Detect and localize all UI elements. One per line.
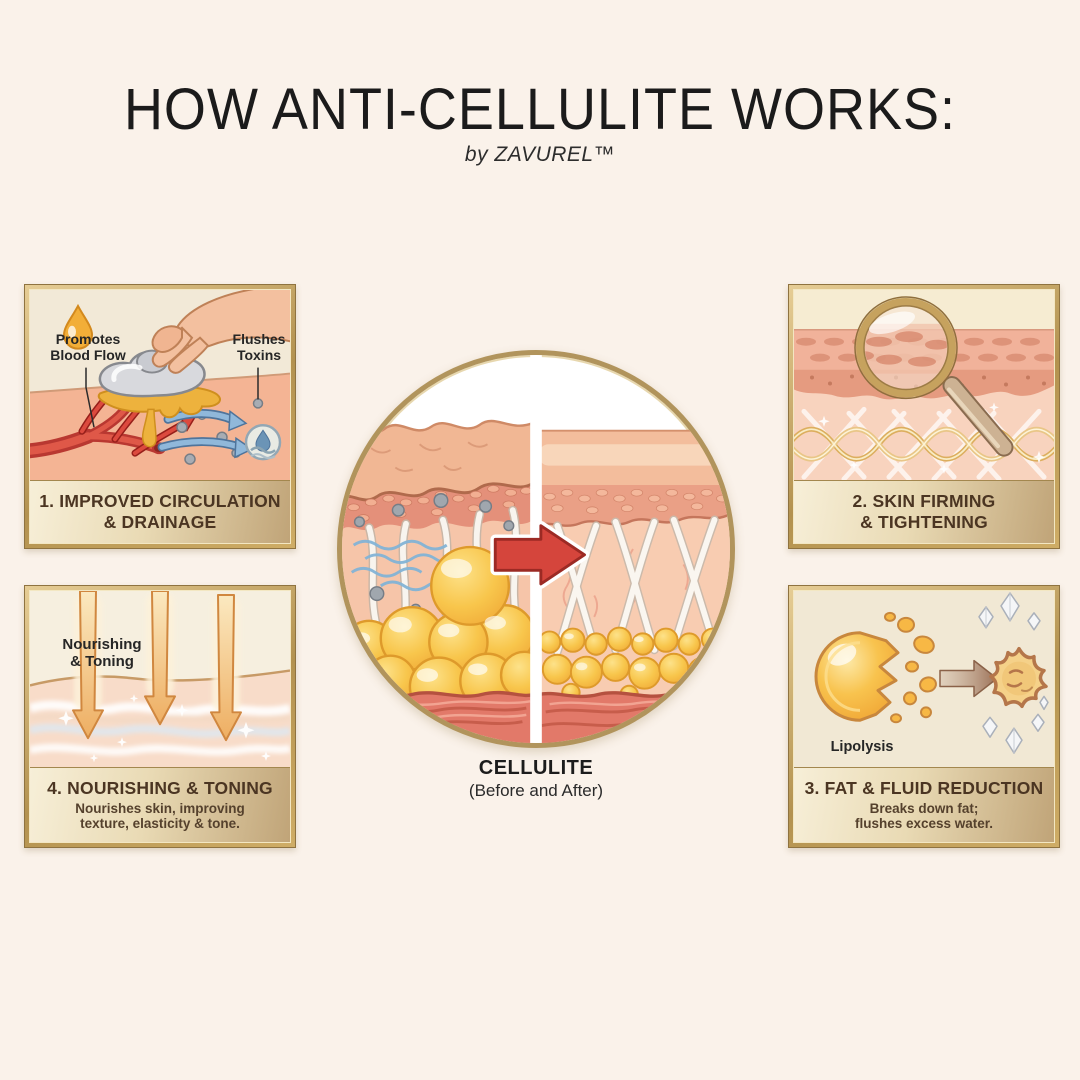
label-lipolysis: Lipolysis: [830, 739, 894, 755]
panel-improved-circulation: Promotes Blood Flow Flushes Toxins 1. IM…: [24, 284, 296, 549]
caption-band-circulation: 1. IMPROVED CIRCULATION & DRAINAGE: [30, 480, 290, 543]
center-caption: CELLULITE (Before and After): [337, 757, 735, 801]
firming-illustration: [794, 290, 1054, 480]
page-title: HOW ANTI-CELLULITE WORKS:: [123, 77, 957, 142]
firming-illustration-svg: [794, 290, 1054, 480]
before-after-diagram: [337, 350, 735, 748]
fluid-waves-icon: [350, 539, 460, 592]
fat-reduction-illustration-svg: [794, 591, 1054, 767]
center-caption-title: CELLULITE: [478, 757, 594, 779]
hand-icon: [151, 290, 290, 374]
label-nourishing-toning: Nourishing & Toning: [62, 636, 142, 670]
panel-subtext: Nourishes skin, improving texture, elast…: [75, 800, 245, 832]
panel-skin-firming-inner: 2. SKIN FIRMING & TIGHTENING: [793, 289, 1055, 544]
center-caption-subtitle: (Before and After): [468, 781, 604, 800]
panel-title: 4. NOURISHING & TONING: [47, 778, 273, 799]
panel-nourishing-toning: Nourishing & Toning 4. NOURISHING & TONI…: [24, 585, 296, 848]
panel-fat-fluid-reduction-inner: Lipolysis 3. FAT & FLUID REDUCTION Break…: [793, 590, 1055, 843]
panel-title-line2: & DRAINAGE: [103, 512, 217, 532]
panel-skin-firming: 2. SKIN FIRMING & TIGHTENING: [788, 284, 1060, 549]
panel-title: 1. IMPROVED CIRCULATION: [39, 491, 281, 512]
muscle-layer-icon: [342, 690, 534, 743]
muscle-layer-icon: [538, 690, 730, 743]
shrunken-fat-cell-icon: [989, 646, 1048, 709]
fat-cell-breaking-icon: [814, 611, 937, 724]
nourishing-illustration-svg: [30, 591, 290, 767]
magnifier-icon: [854, 296, 1014, 457]
drain-icon: [244, 424, 282, 461]
caption-band-fat-reduction: 3. FAT & FLUID REDUCTION Breaks down fat…: [794, 767, 1054, 842]
nourishing-illustration: Nourishing & Toning: [30, 591, 290, 767]
label-pointer-left: [85, 367, 95, 428]
panel-title: 3. FAT & FLUID REDUCTION: [804, 778, 1044, 799]
before-after-arrow-icon: [490, 520, 590, 589]
oil-drop-icon: [62, 303, 94, 350]
water-crystals-icon: [978, 592, 1049, 754]
circulation-illustration-svg: [30, 290, 290, 480]
caption-band-nourishing: 4. NOURISHING & TONING Nourishes skin, i…: [30, 767, 290, 842]
page-subtitle: by ZAVUREL™: [464, 143, 616, 166]
before-skin-icon: [342, 419, 534, 743]
label-promotes-blood-flow: Promotes Blood Flow: [50, 331, 126, 363]
before-after-circle: [337, 350, 735, 748]
nourish-arrows-icon: [72, 591, 242, 742]
panel-subtext: Breaks down fat; flushes excess water.: [854, 800, 994, 832]
panel-title-line2: & TIGHTENING: [860, 512, 988, 532]
label-flushes-toxins: Flushes Toxins: [232, 331, 286, 363]
lipolysis-arrow-icon: [939, 659, 998, 698]
panel-fat-fluid-reduction: Lipolysis 3. FAT & FLUID REDUCTION Break…: [788, 585, 1060, 848]
panel-nourishing-toning-inner: Nourishing & Toning 4. NOURISHING & TONI…: [29, 590, 291, 843]
flush-arrows-icon: [157, 409, 254, 459]
before-after-svg: [342, 355, 730, 743]
panel-title: 2. SKIN FIRMING: [852, 491, 996, 512]
caption-band-firming: 2. SKIN FIRMING & TIGHTENING: [794, 480, 1054, 543]
after-skin-icon: [538, 429, 730, 743]
fat-reduction-illustration: Lipolysis: [794, 591, 1054, 767]
circulation-illustration: Promotes Blood Flow Flushes Toxins: [30, 290, 290, 480]
panel-improved-circulation-inner: Promotes Blood Flow Flushes Toxins 1. IM…: [29, 289, 291, 544]
